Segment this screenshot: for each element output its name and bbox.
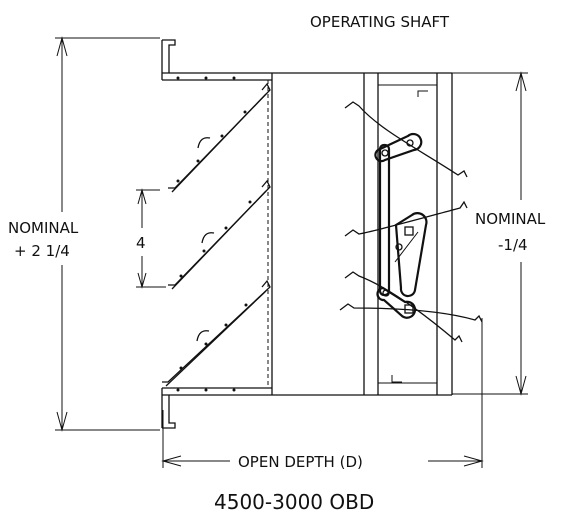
- nominal-left-label: NOMINAL: [8, 219, 79, 237]
- operating-shaft-label: OPERATING SHAFT: [310, 13, 450, 31]
- damper-blade-middle: [168, 179, 271, 290]
- middle-crank-arm: [394, 212, 428, 298]
- linkage-bar: [378, 143, 391, 297]
- model-caption: 4500-3000 OBD: [214, 490, 374, 514]
- dimension-blade-spacing: [136, 188, 166, 289]
- dimension-nominal-left: [55, 36, 160, 432]
- dimension-open-depth: [161, 318, 484, 468]
- operating-linkage: [339, 101, 483, 343]
- damper-blade-top: [168, 82, 271, 193]
- damper-blade-bottom: [162, 279, 271, 387]
- top-crank-arm: [374, 133, 423, 163]
- damper-frame: [161, 39, 453, 429]
- bottom-crank-arm: [376, 286, 417, 319]
- operating-shaft-square: [404, 226, 414, 236]
- nominal-right-value: -1/4: [498, 236, 528, 254]
- nominal-left-value: + 2 1/4: [14, 242, 70, 260]
- dimension-nominal-right: [452, 71, 528, 396]
- nominal-right-label: NOMINAL: [475, 210, 546, 228]
- blade-spacing-label: 4: [136, 234, 146, 252]
- open-depth-label: OPEN DEPTH (D): [238, 453, 363, 471]
